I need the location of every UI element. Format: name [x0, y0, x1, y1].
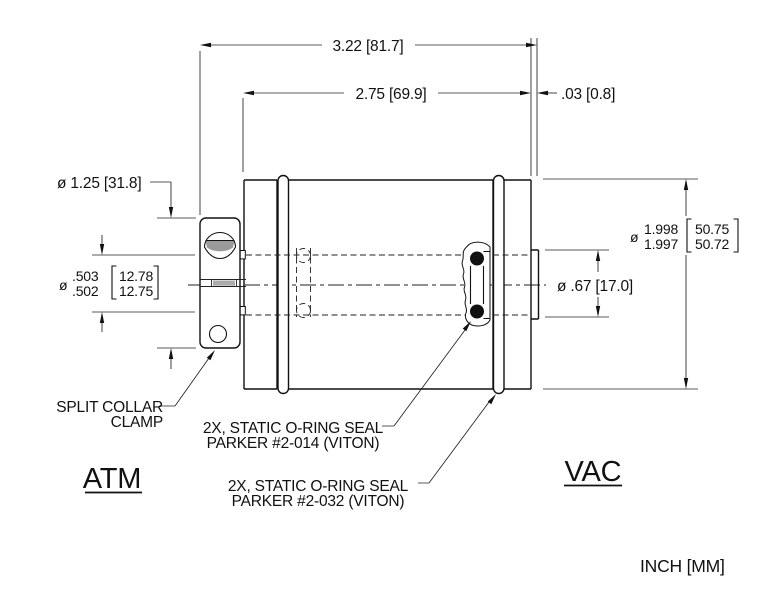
overall-length-value: 3.22 [81.7] — [332, 38, 403, 55]
split-collar-clamp — [199, 217, 246, 349]
callout-oring-face: 2X, STATIC O-RING SEAL PARKER #2-032 (VI… — [228, 394, 496, 510]
face-oring-left — [277, 174, 290, 395]
hidden-oring-groove — [296, 248, 311, 318]
breakout-section — [461, 241, 491, 327]
clamp-screw-band — [205, 240, 235, 252]
dim-pilot-protrusion: .03 [0.8] — [537, 86, 615, 103]
body-od-inch-max: 1.998 — [644, 221, 678, 237]
clamp-split-gap — [200, 279, 246, 287]
boss-bore-value: ø .67 [17.0] — [557, 278, 633, 295]
zone-labels: ATM VAC — [83, 456, 622, 495]
dim-shaft-dia: ø .503 .502 12.78 12.75 — [59, 235, 195, 332]
atm-label: ATM — [83, 463, 141, 495]
vac-label: VAC — [565, 456, 622, 488]
shaft-dia-symbol: ø — [59, 277, 68, 293]
shaft-dia-mm-min: 12.75 — [119, 283, 153, 299]
clamp-callout-line1: SPLIT COLLAR — [56, 399, 163, 416]
dim-clamp-od: ø 1.25 [31.8] — [57, 175, 196, 369]
housing-body-outline — [243, 179, 540, 390]
clamp-bolt-hole — [208, 324, 228, 344]
body-length-value: 2.75 [69.9] — [355, 86, 426, 103]
shaft-dia-inch-min: .502 — [72, 283, 99, 299]
shaft-boss — [531, 249, 540, 320]
oring-face-line1: 2X, STATIC O-RING SEAL — [228, 478, 409, 495]
clamp-callout-line2: CLAMP — [111, 414, 163, 431]
dim-body-od: ø 1.998 1.997 50.75 50.72 — [543, 178, 739, 390]
callout-oring-shaft: 2X, STATIC O-RING SEAL PARKER #2-014 (VI… — [203, 321, 471, 452]
units-note: INCH [MM] — [640, 556, 725, 576]
shaft-dia-mm-max: 12.78 — [119, 268, 153, 284]
dim-body-length: 2.75 [69.9] — [242, 86, 531, 172]
pilot-protrusion-value: .03 [0.8] — [561, 86, 615, 103]
shaft-oring-top — [470, 251, 484, 266]
shaft-oring-bottom — [470, 304, 484, 319]
clamp-screw-head — [203, 232, 237, 260]
body-od-mm-max: 50.75 — [695, 221, 729, 237]
body-od-symbol: ø — [630, 229, 639, 245]
body-od-mm-min: 50.72 — [695, 236, 729, 252]
oring-shaft-line2: PARKER #2-014 (VITON) — [207, 435, 380, 452]
dim-overall-length: 3.22 [81.7] — [199, 38, 538, 215]
dim-boss-bore: ø .67 [17.0] — [545, 249, 633, 318]
callout-split-collar-clamp: SPLIT COLLAR CLAMP — [56, 350, 215, 431]
shaft-dia-inch-max: .503 — [72, 268, 99, 284]
clamp-od-value: ø 1.25 [31.8] — [57, 175, 141, 192]
face-oring-right — [492, 174, 505, 395]
body-od-inch-min: 1.997 — [644, 236, 678, 252]
oring-shaft-line1: 2X, STATIC O-RING SEAL — [203, 420, 384, 437]
oring-face-line2: PARKER #2-032 (VITON) — [232, 493, 405, 510]
